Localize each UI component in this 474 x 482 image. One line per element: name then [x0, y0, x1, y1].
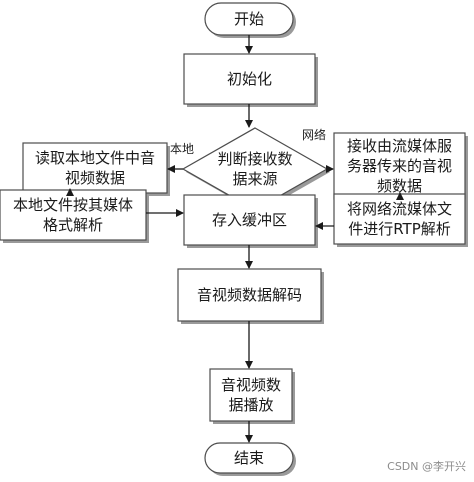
buffer-label: 存入缓冲区	[211, 211, 287, 229]
decode-box	[177, 268, 322, 322]
start-label: 开始	[233, 10, 264, 28]
watermark: CSDN @李开兴	[387, 460, 466, 473]
net-parse-label: 将网络流媒体文 件进行RTP解析	[346, 200, 452, 238]
local-read-box	[22, 142, 168, 194]
init-box	[183, 53, 316, 105]
local-parse-label: 本地文件按其媒体 格式解析	[12, 196, 133, 234]
init-label: 初始化	[226, 70, 272, 88]
end-terminal	[204, 442, 294, 474]
decode-label: 音视频数据解码	[196, 286, 302, 304]
local-read-label: 读取本地文件中音 视频数据	[34, 149, 155, 187]
edge-label-network: 网络	[302, 128, 327, 142]
net-recv-box	[333, 132, 466, 200]
play-label: 音视频数 据播放	[220, 376, 281, 414]
decision-label: 判断接收数 据来源	[217, 150, 293, 188]
play-box	[209, 368, 293, 422]
edge-label-local: 本地	[170, 142, 195, 156]
net-recv-label: 接收由流媒体服 务器传来的音视 频数据	[346, 137, 452, 195]
end-label: 结束	[233, 449, 264, 467]
net-parse-box	[333, 193, 466, 245]
